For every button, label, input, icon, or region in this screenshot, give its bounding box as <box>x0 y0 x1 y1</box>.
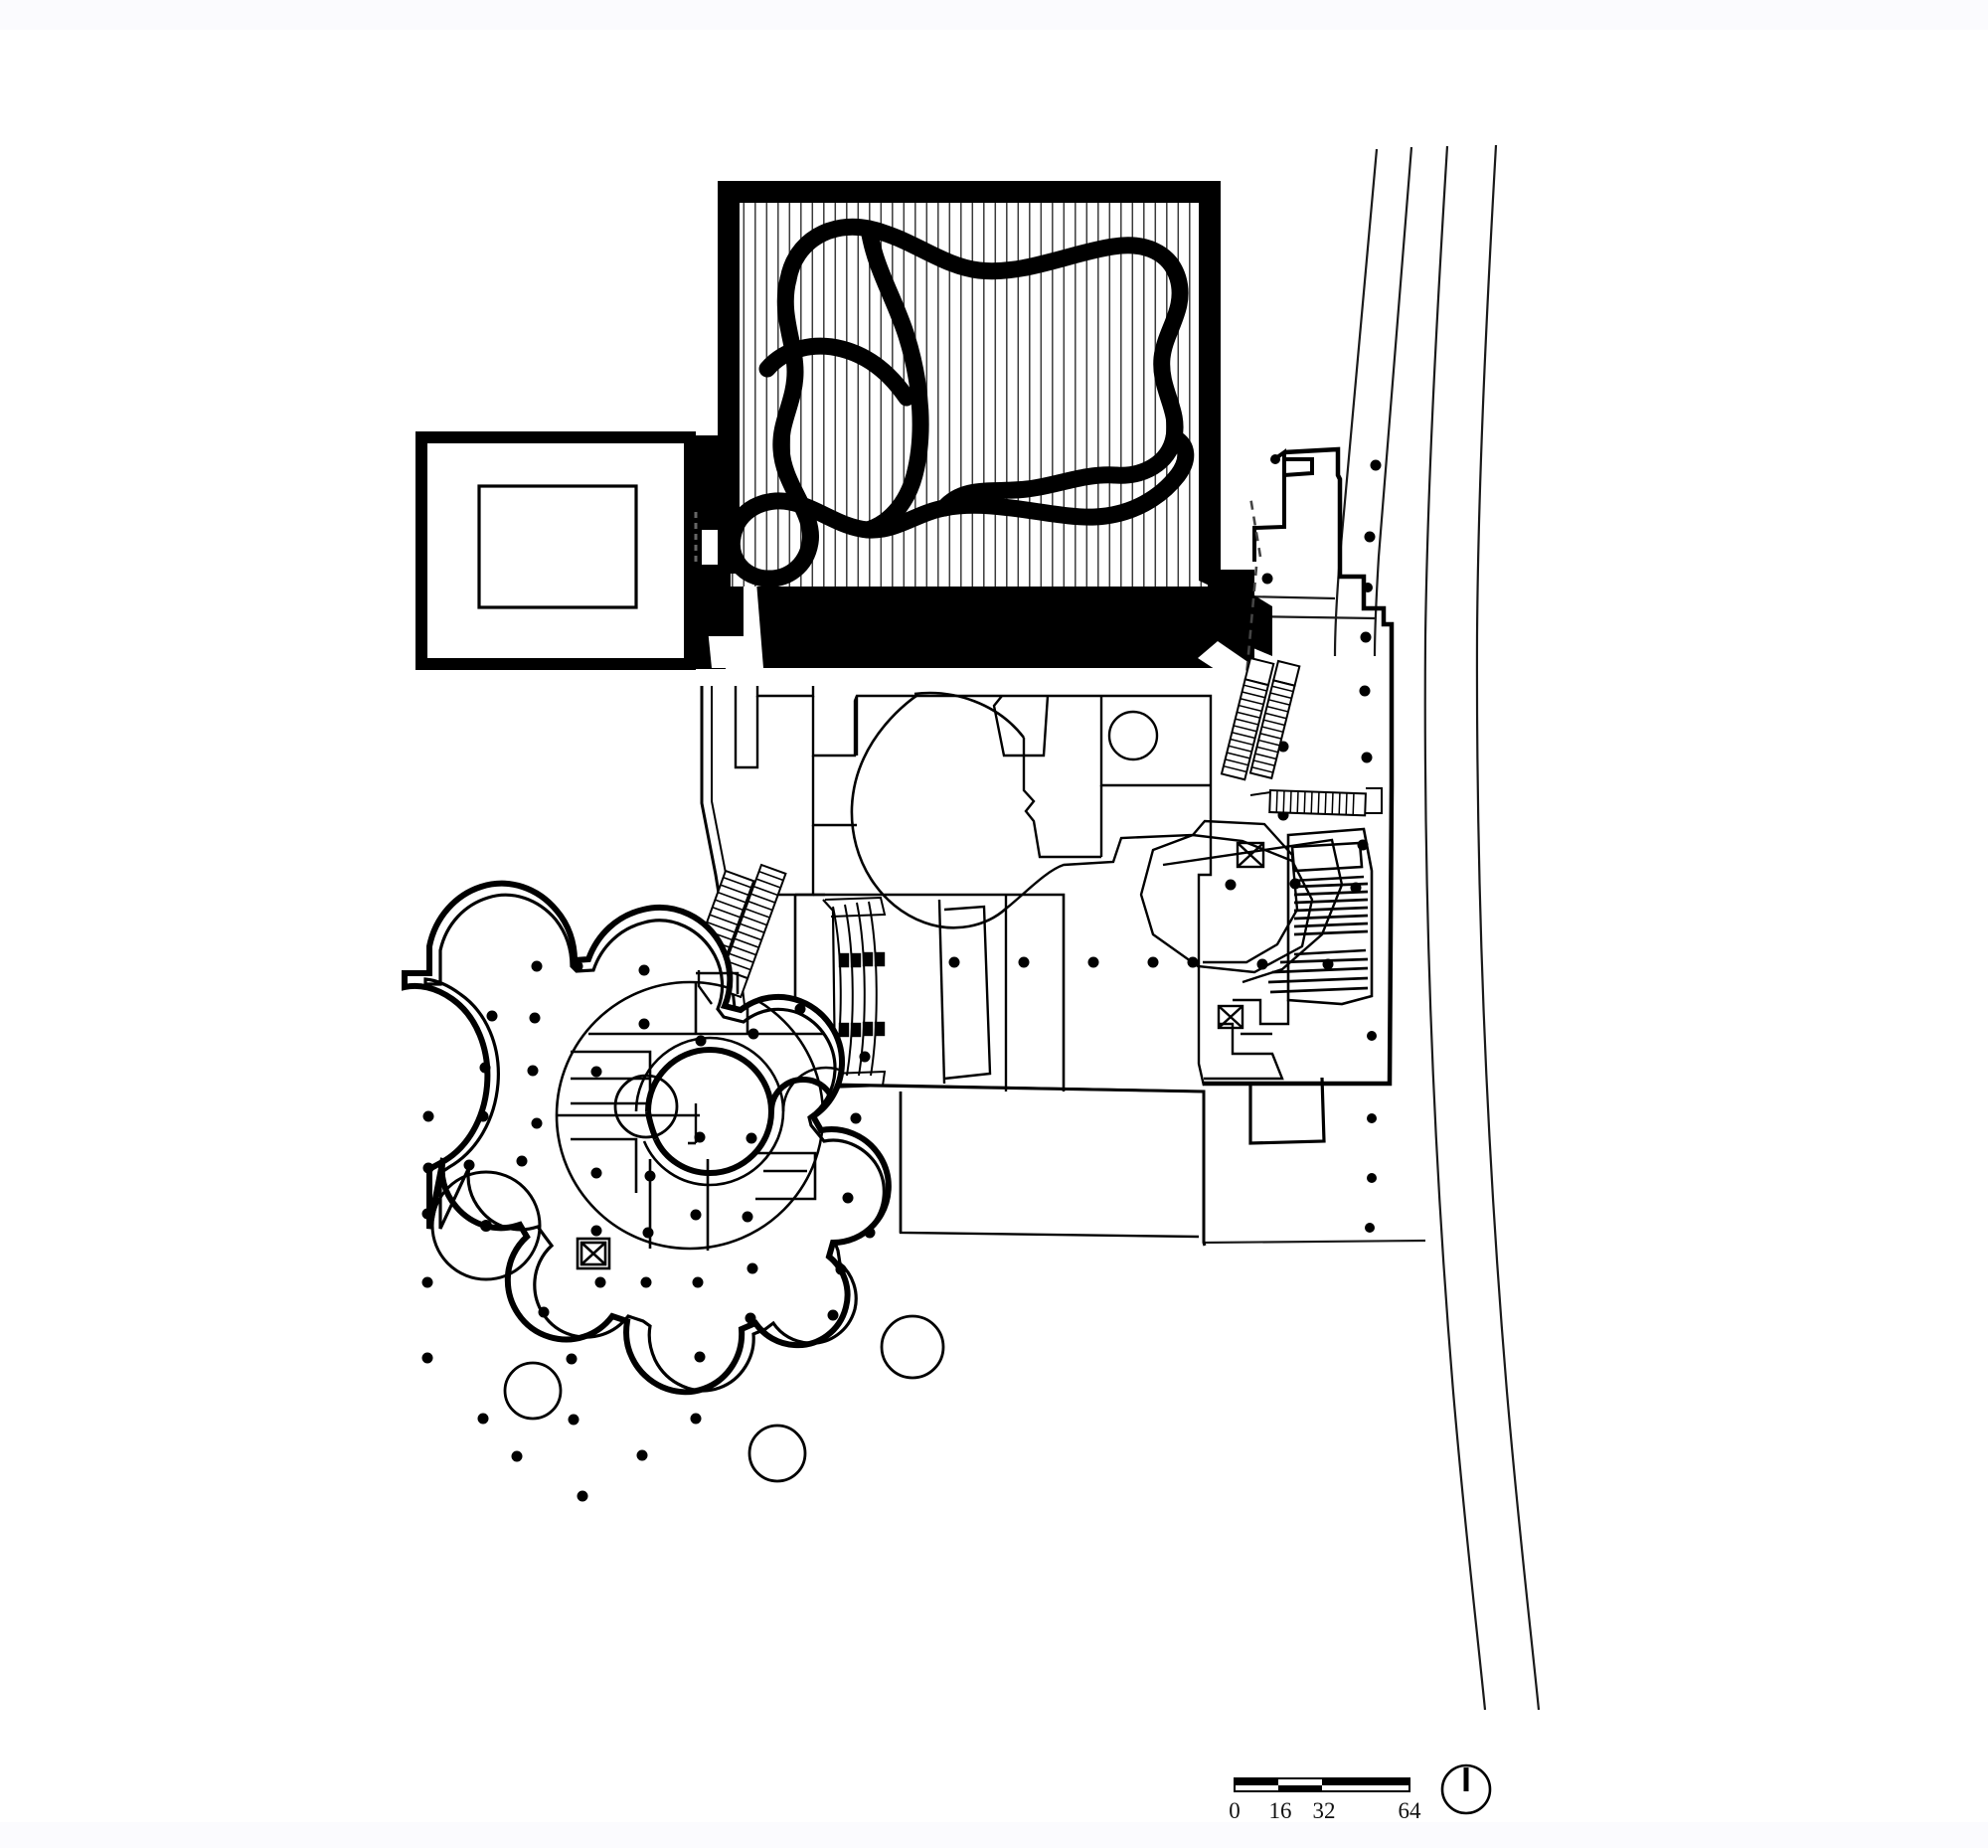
north-arrow <box>1440 1764 1492 1815</box>
scale-tick-32: 32 <box>1313 1798 1336 1823</box>
elevator-shaft-symbol <box>1236 841 1265 869</box>
pavilion-organic-curves <box>723 218 1195 588</box>
access-road <box>1202 144 1541 1711</box>
cloud-inner-wall <box>423 893 886 1393</box>
scale-tick-64: 64 <box>1399 1798 1422 1823</box>
hatched-roof-pavilion <box>718 181 1233 596</box>
circular-court <box>430 1170 542 1281</box>
paper-band-top <box>0 0 1988 30</box>
scale-bar: 0 16 32 64 <box>1229 1777 1422 1823</box>
paper-band-bottom <box>0 1822 1988 1848</box>
cloud-column-dots <box>421 960 876 1502</box>
scale-tick-0: 0 <box>1229 1798 1241 1823</box>
east-stair-treads <box>1267 882 1369 994</box>
west-annex-block <box>415 431 744 670</box>
north-arrow-needle <box>1463 1767 1469 1791</box>
scale-tick-16: 16 <box>1269 1798 1292 1823</box>
column-dots <box>948 454 1382 1233</box>
scalloped-cloud-pavilion <box>402 880 945 1502</box>
east-terrace-wing <box>948 446 1395 1233</box>
circular-opening <box>1107 710 1159 761</box>
annex-inner-room <box>477 484 638 609</box>
central-rotunda <box>850 694 1007 929</box>
connector-walk <box>688 971 903 1233</box>
circular-openings <box>503 1074 945 1483</box>
